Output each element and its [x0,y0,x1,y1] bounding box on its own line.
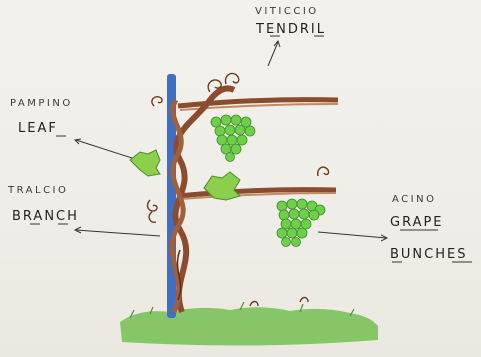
label-tendril-italian: VITICCIO [255,6,319,17]
upper-grape-bunch [211,115,255,162]
grass-ground [120,307,378,345]
arrow-branch [76,230,160,236]
label-grape-english-2: BUNCHES [390,247,467,262]
label-branch-english: BRANCH [12,209,79,224]
arrow-leaf [76,140,132,158]
lower-grape-bunch [277,199,325,247]
label-leaf-english: LEAF [18,121,58,136]
label-grape-english: GRAPE [390,215,444,230]
label-grape-italian: ACINO [392,194,436,205]
arrow-grape [318,232,386,238]
leaf-middle [204,172,240,200]
label-branch-italian: TRALCIO [8,185,68,196]
label-leaf-italian: PAMPINO [10,98,73,109]
leaf-left [130,150,160,176]
label-tendril-english: TENDRIL [256,22,326,37]
arrow-tendril [268,42,278,66]
